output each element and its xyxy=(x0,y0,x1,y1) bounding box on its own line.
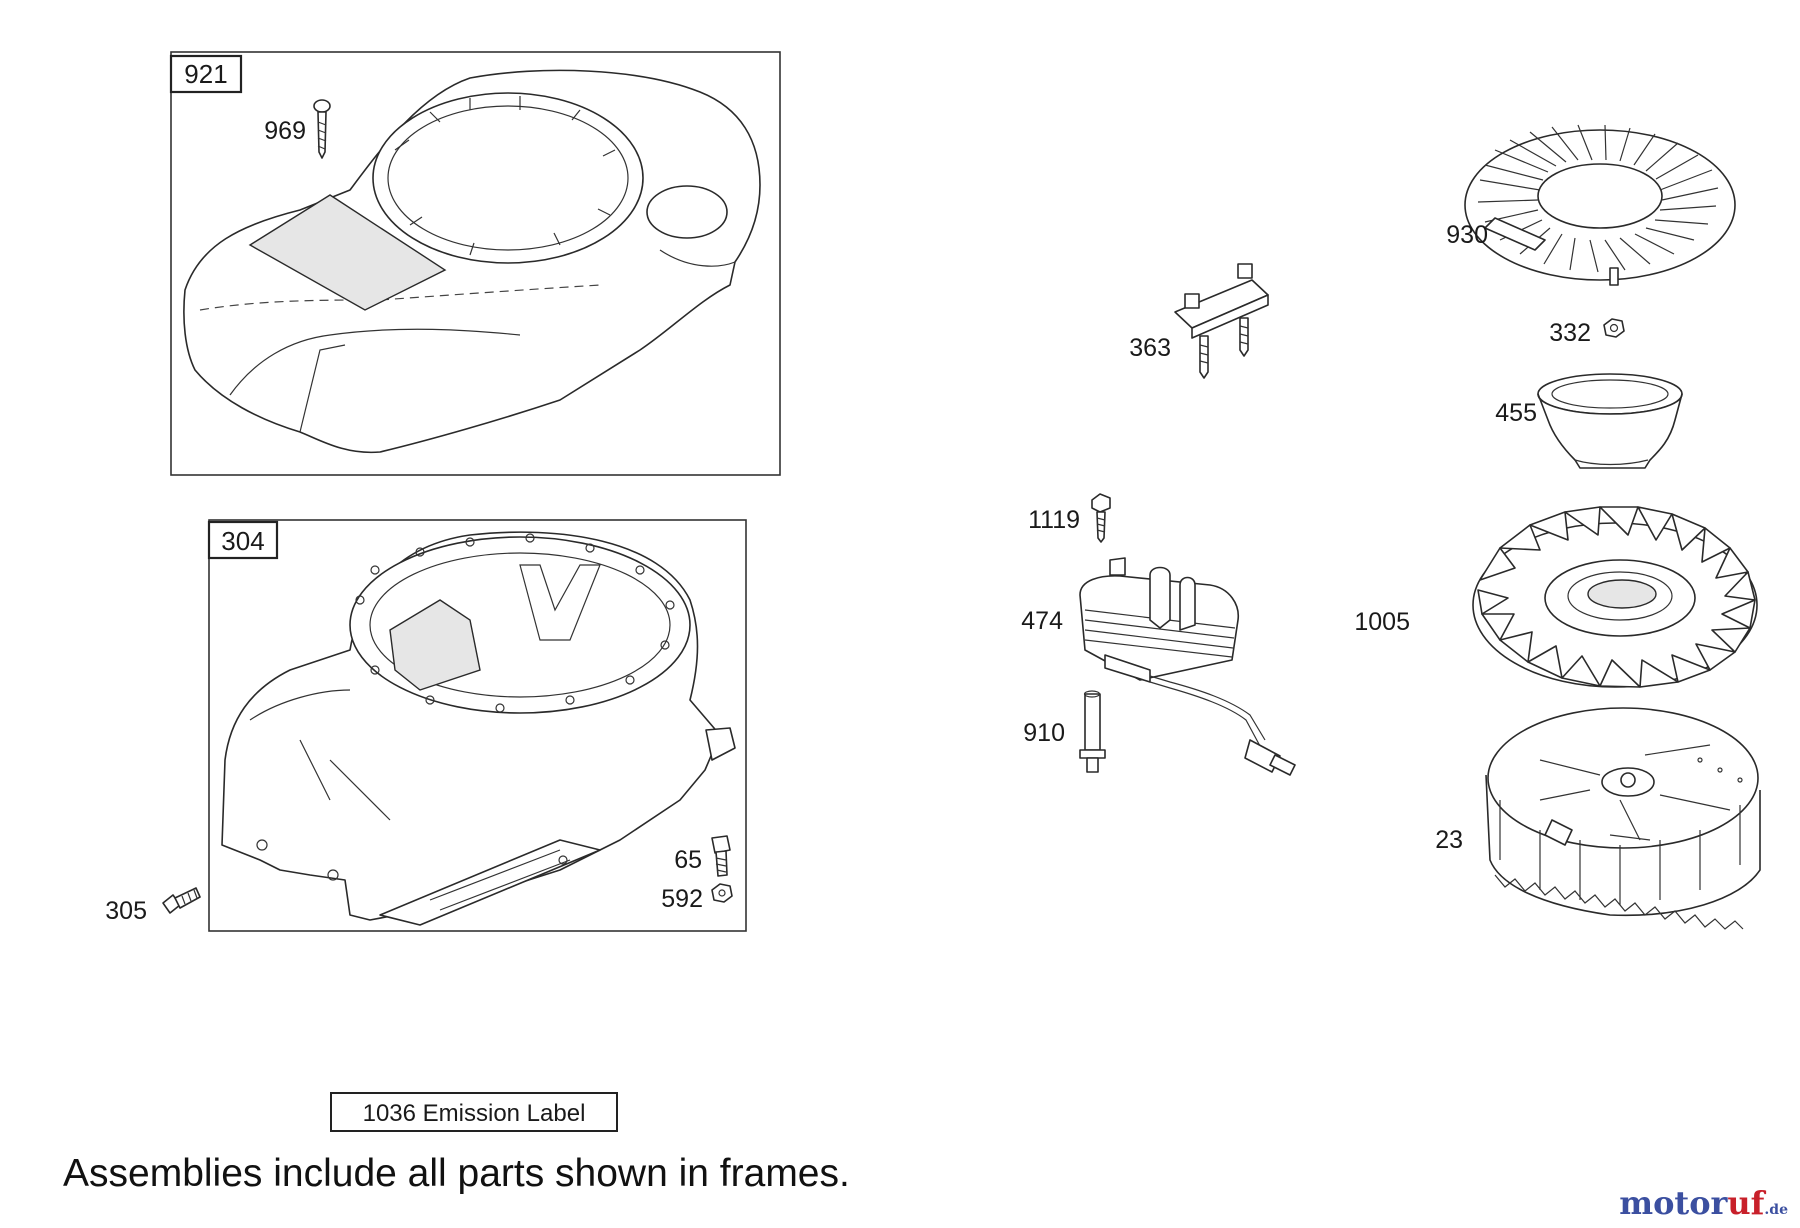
blower-housing-base xyxy=(221,531,736,926)
callout-65: 65 xyxy=(674,846,702,874)
emission-label-text: 1036 Emission Label xyxy=(363,1100,586,1127)
watermark-tld: .de xyxy=(1764,1202,1788,1218)
callout-332: 332 xyxy=(1549,319,1591,347)
blower-housing-shroud xyxy=(183,69,761,454)
callout-592: 592 xyxy=(661,885,703,913)
screw-65-icon xyxy=(711,835,731,877)
callout-23: 23 xyxy=(1435,826,1463,854)
frame-304-number-box xyxy=(207,520,279,560)
frames-footnote: Assemblies include all parts shown in fr… xyxy=(63,1152,850,1195)
bracket-363-icon xyxy=(1174,263,1269,379)
watermark-logo: motoruf.de xyxy=(1619,1184,1788,1222)
callout-910: 910 xyxy=(1023,719,1065,747)
screw-305-icon xyxy=(162,887,201,914)
nut-332-icon xyxy=(1603,318,1625,338)
screw-1119-icon xyxy=(1091,493,1111,543)
frame-921-number-box xyxy=(169,54,243,94)
frame-921-number: 921 xyxy=(184,59,227,89)
watermark-brand-accent: uf xyxy=(1727,1184,1765,1222)
stud-910-icon xyxy=(1079,690,1106,773)
frame-921: 921 969 xyxy=(169,51,781,476)
callout-474: 474 xyxy=(1021,607,1063,635)
callout-305: 305 xyxy=(105,897,147,925)
callout-969: 969 xyxy=(264,117,306,145)
starter-cup-455-icon xyxy=(1537,373,1683,469)
callout-1119: 1119 xyxy=(1028,506,1080,534)
frame-304: 304 6 xyxy=(207,519,747,932)
watermark-brand: motor xyxy=(1619,1184,1728,1222)
emission-label-box: 1036 Emission Label xyxy=(330,1092,618,1132)
rotating-screen-930-icon xyxy=(1464,124,1736,286)
callout-363: 363 xyxy=(1129,334,1171,362)
frame-304-number: 304 xyxy=(221,526,264,556)
screw-969-icon xyxy=(313,99,331,159)
flywheel-fan-1005-icon xyxy=(1472,506,1758,688)
callout-455: 455 xyxy=(1495,399,1537,427)
nut-592-icon xyxy=(711,883,733,903)
callout-930: 930 xyxy=(1446,221,1488,249)
callout-1005: 1005 xyxy=(1354,608,1410,636)
ignition-armature-474-icon xyxy=(1079,557,1296,776)
flywheel-23-icon xyxy=(1485,707,1761,930)
